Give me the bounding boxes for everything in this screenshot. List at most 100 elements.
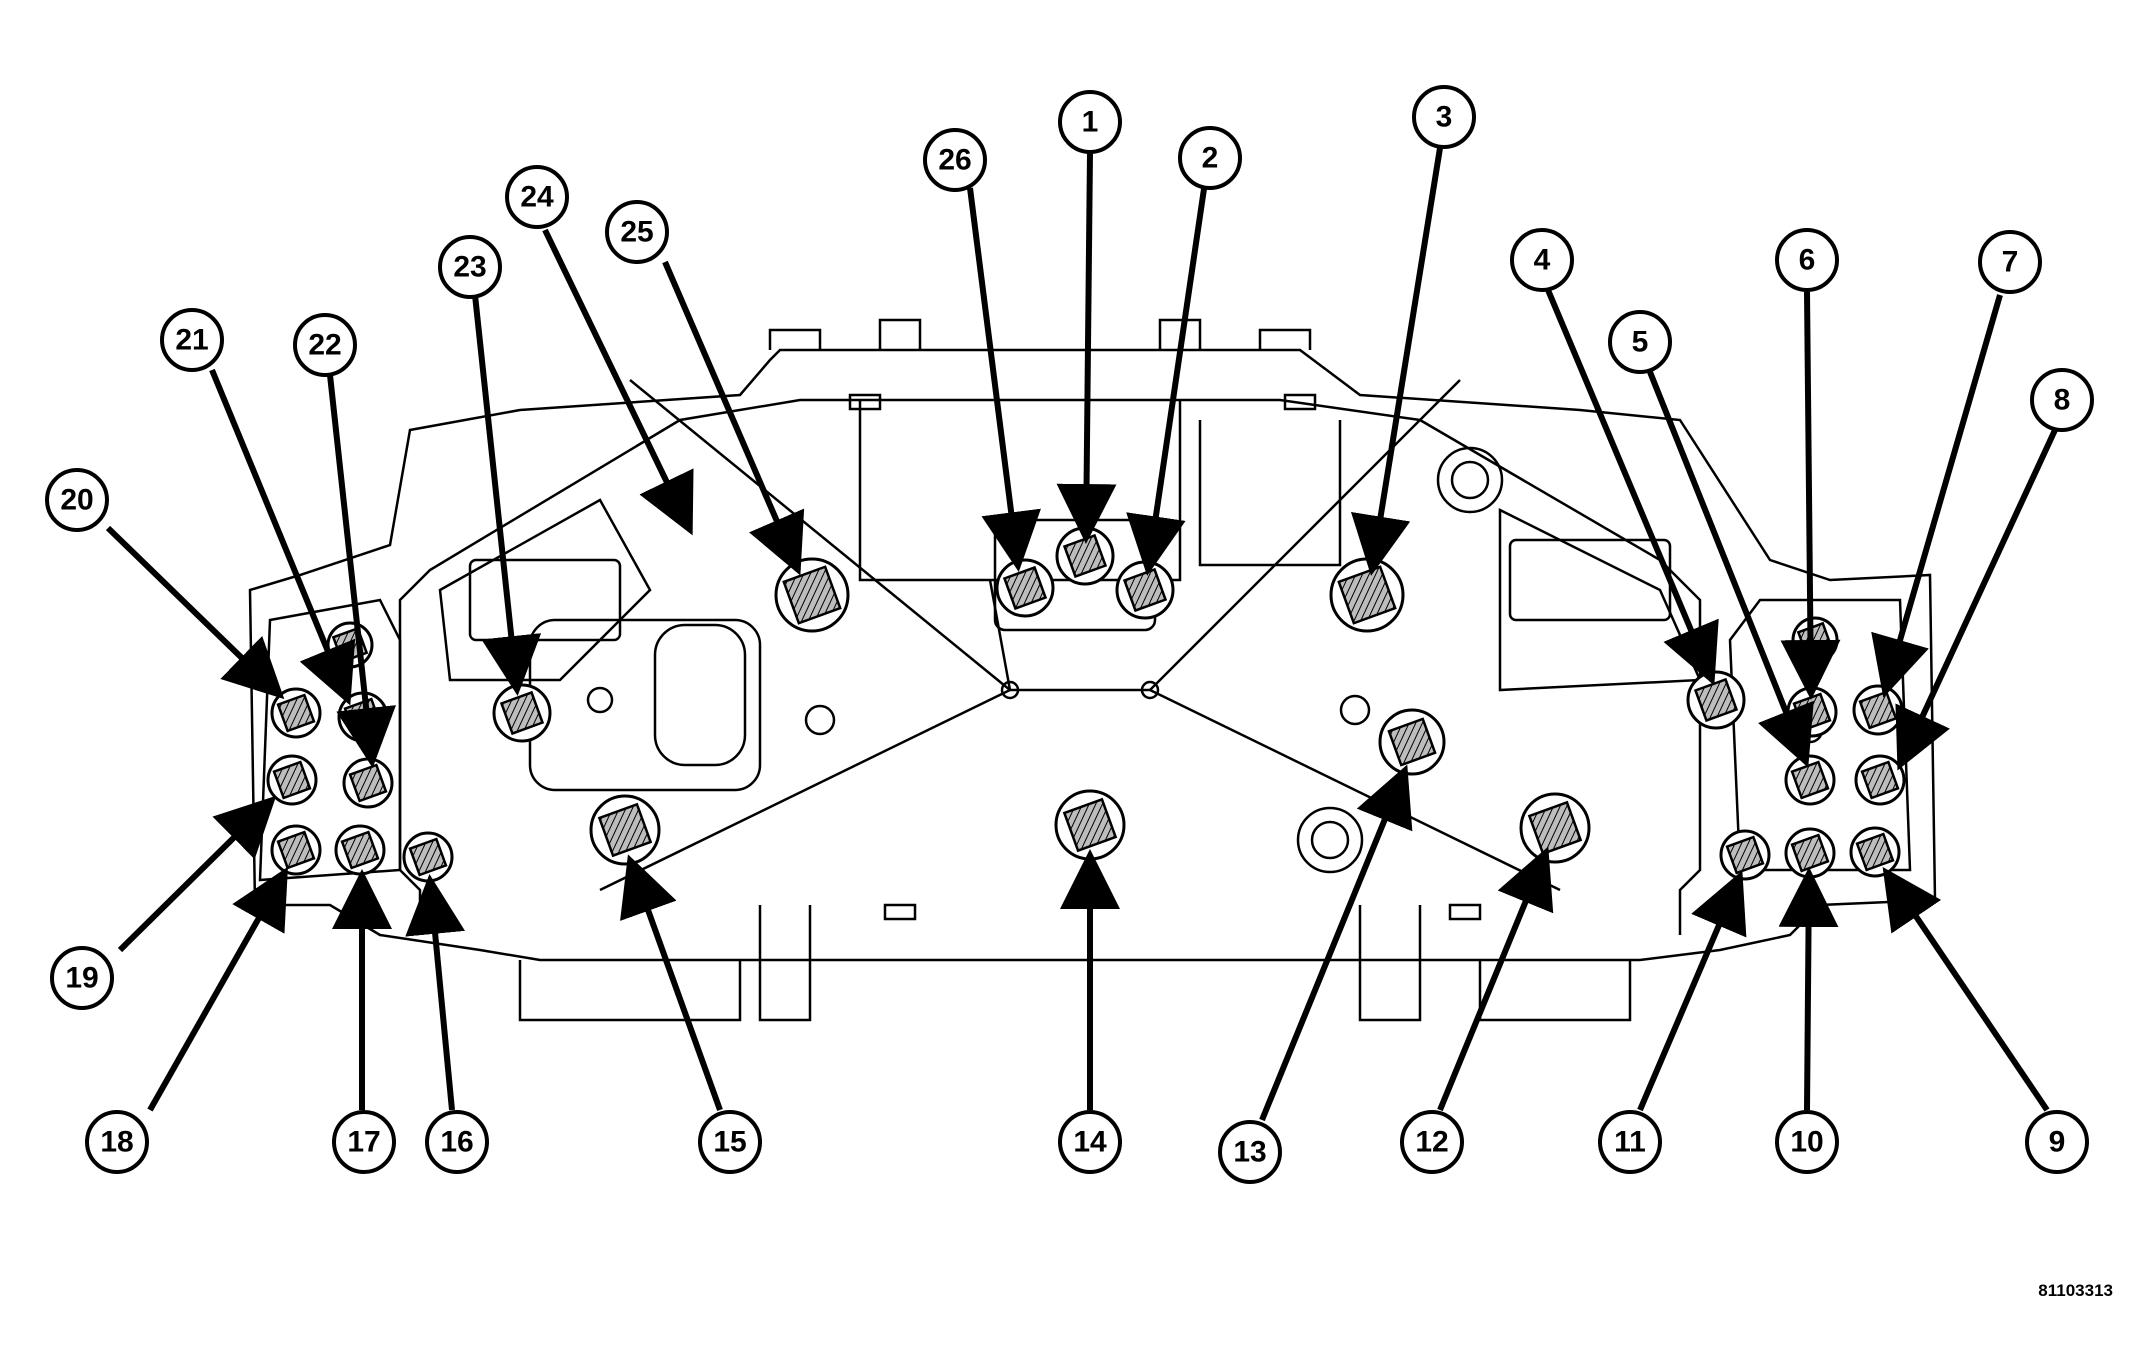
callout-20-label: 20 xyxy=(60,484,93,517)
leader-arrow xyxy=(1895,428,2058,771)
callout-23-label: 23 xyxy=(453,251,486,284)
callout-3: 3 xyxy=(1412,85,1476,149)
leader-arrow xyxy=(1780,291,1841,700)
callout-10: 10 xyxy=(1775,1110,1839,1174)
callout-15: 15 xyxy=(698,1110,762,1174)
callout-18: 18 xyxy=(85,1110,149,1174)
callout-5: 5 xyxy=(1608,310,1672,374)
socket xyxy=(492,683,552,743)
callout-4-label: 4 xyxy=(1534,244,1551,277)
leader-arrow xyxy=(405,874,466,1111)
leader-arrow xyxy=(209,368,356,706)
callout-17: 17 xyxy=(332,1110,396,1174)
callout-7: 7 xyxy=(1978,230,2042,294)
socket xyxy=(266,754,318,806)
socket xyxy=(270,824,322,876)
callout-26: 26 xyxy=(923,128,987,192)
leader-arrow xyxy=(1778,867,1839,1111)
leader-arrow xyxy=(1437,846,1554,1112)
socket xyxy=(1852,684,1904,736)
leader-arrow xyxy=(542,228,694,536)
leader-arrow xyxy=(662,260,805,576)
callout-5-label: 5 xyxy=(1632,326,1649,359)
callout-23: 23 xyxy=(438,235,502,299)
callout-19: 19 xyxy=(50,946,114,1010)
callout-17-label: 17 xyxy=(347,1126,380,1159)
callout-16: 16 xyxy=(425,1110,489,1174)
leader-arrow xyxy=(147,866,288,1112)
socket xyxy=(402,831,454,883)
callout-16-label: 16 xyxy=(440,1126,473,1159)
leader-arrow xyxy=(1545,288,1719,686)
socket xyxy=(1115,560,1175,620)
callouts: 1 2 3 4 5 6 7 8 9 10 11 12 13 14 15 16 1… xyxy=(45,85,2094,1184)
socket xyxy=(1329,557,1405,633)
socket xyxy=(1519,792,1591,864)
leader-arrow xyxy=(472,294,542,696)
leader-arrow xyxy=(1647,370,1814,768)
leader-arrow xyxy=(967,187,1041,572)
leader-arrow xyxy=(1637,870,1747,1112)
leader-arrow xyxy=(1259,764,1413,1122)
callout-2-label: 2 xyxy=(1202,142,1219,175)
socket xyxy=(1849,826,1901,878)
callout-15-label: 15 xyxy=(713,1126,746,1159)
callout-18-label: 18 xyxy=(100,1126,133,1159)
figure-id: 81103313 xyxy=(2038,1281,2113,1300)
callout-6: 6 xyxy=(1775,228,1839,292)
callout-1-label: 1 xyxy=(1082,106,1099,139)
bulb-sockets xyxy=(266,526,1906,883)
callout-19-label: 19 xyxy=(65,962,98,995)
callout-2: 2 xyxy=(1178,126,1242,190)
socket xyxy=(1784,827,1836,879)
leader-arrow xyxy=(117,795,277,953)
socket xyxy=(1054,789,1126,861)
callout-22: 22 xyxy=(293,313,357,377)
leader-arrow xyxy=(1871,294,2003,698)
callout-3-label: 3 xyxy=(1436,101,1453,134)
socket xyxy=(1854,754,1906,806)
callout-12: 12 xyxy=(1400,1110,1464,1174)
leader-arrow xyxy=(1056,151,1117,544)
socket xyxy=(589,794,661,866)
socket xyxy=(1686,670,1746,730)
callout-8: 8 xyxy=(2030,368,2094,432)
leader-arrow xyxy=(1126,181,1208,576)
callout-25-label: 25 xyxy=(620,216,653,249)
callout-10-label: 10 xyxy=(1790,1126,1823,1159)
callout-13: 13 xyxy=(1218,1120,1282,1184)
callout-6-label: 6 xyxy=(1799,244,1816,277)
socket xyxy=(995,558,1055,618)
callout-7-label: 7 xyxy=(2002,246,2019,279)
socket xyxy=(1791,616,1839,664)
callout-14: 14 xyxy=(1058,1110,1122,1174)
socket xyxy=(270,687,322,739)
callout-9: 9 xyxy=(2025,1110,2089,1174)
leader-arrow xyxy=(105,525,285,700)
leader-arrows xyxy=(105,147,2058,1122)
callout-22-label: 22 xyxy=(308,329,341,362)
leader-arrow xyxy=(1350,147,1443,576)
callout-12-label: 12 xyxy=(1415,1126,1448,1159)
callout-14-label: 14 xyxy=(1073,1126,1107,1159)
socket xyxy=(774,557,850,633)
leader-arrow xyxy=(327,374,396,768)
callout-24-label: 24 xyxy=(520,181,554,214)
callout-8-label: 8 xyxy=(2054,384,2071,417)
callout-24: 24 xyxy=(505,165,569,229)
callout-25: 25 xyxy=(605,200,669,264)
callout-11-label: 11 xyxy=(1614,1126,1646,1159)
socket xyxy=(1378,708,1446,776)
callout-11: 11 xyxy=(1598,1110,1662,1174)
callout-20: 20 xyxy=(45,468,109,532)
callout-21-label: 21 xyxy=(175,324,208,357)
socket xyxy=(1784,754,1836,806)
callout-4: 4 xyxy=(1510,228,1574,292)
socket xyxy=(1719,829,1771,881)
socket xyxy=(342,757,394,809)
callout-26-label: 26 xyxy=(938,144,971,177)
callout-21: 21 xyxy=(160,308,224,372)
callout-13-label: 13 xyxy=(1233,1136,1266,1169)
leader-arrow xyxy=(620,854,723,1112)
